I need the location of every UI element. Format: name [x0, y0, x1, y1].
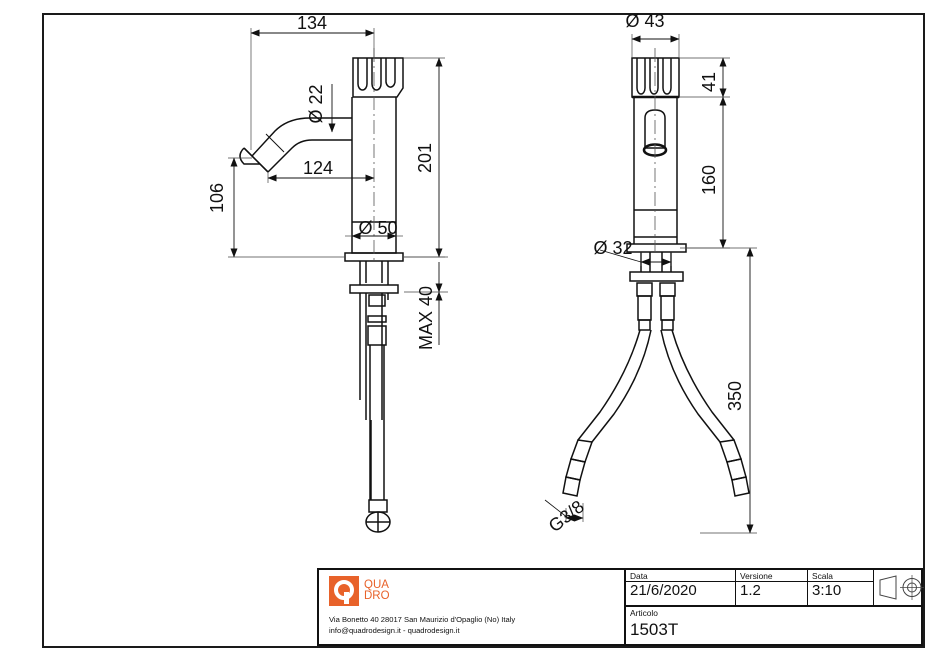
title-block: QUA DRO Via Bonetto 40 28017 San Maurizi… [317, 568, 924, 646]
field-scala: Scala 3:10 [808, 570, 874, 605]
field-scala-label: Scala [812, 571, 833, 581]
dim-106: 106 [207, 183, 227, 213]
logo-word-line2: DRO [364, 590, 390, 602]
field-scala-value: 3:10 [812, 582, 842, 599]
dim-160: 160 [699, 165, 719, 195]
dimension-lines [228, 28, 757, 534]
dim-d43: Ø 43 [625, 11, 664, 31]
dim-41: 41 [699, 72, 719, 92]
field-articolo-value: 1503T [630, 620, 679, 639]
dim-201: 201 [415, 143, 435, 173]
address-line-1: Via Bonetto 40 28017 San Maurizio d'Opag… [329, 615, 516, 624]
field-versione: Versione 1.2 [736, 570, 808, 605]
dim-d50: Ø 50 [358, 218, 397, 238]
side-view-geometry [562, 57, 750, 497]
dim-134: 134 [297, 13, 327, 33]
field-data-label: Data [630, 571, 648, 581]
title-block-fields: Data 21/6/2020 Versione 1.2 Scala 3:10 [624, 570, 924, 644]
logo-row: QUA DRO [329, 576, 390, 606]
company-address: Via Bonetto 40 28017 San Maurizio d'Opag… [329, 614, 515, 636]
field-data: Data 21/6/2020 [626, 570, 736, 605]
projection-symbol [874, 570, 927, 605]
dim-d32: Ø 32 [593, 238, 632, 258]
logo-wordmark: QUA DRO [364, 578, 390, 603]
quadro-q-icon [329, 576, 359, 606]
title-row-bottom: Articolo 1503T [626, 607, 921, 644]
dim-350: 350 [725, 381, 745, 411]
front-view-geometry [239, 57, 404, 533]
dimension-labels: 134 Ø 22 124 106 201 Ø 50 MAX 40 Ø 43 41… [207, 11, 745, 536]
logo-word-line1: QUA [364, 578, 389, 591]
title-row-top: Data 21/6/2020 Versione 1.2 Scala 3:10 [626, 570, 924, 607]
field-articolo-label: Articolo [630, 608, 658, 618]
field-data-value: 21/6/2020 [630, 582, 697, 599]
address-line-2: info@quadrodesign.it - quadrodesign.it [329, 626, 460, 635]
sheet-border [42, 13, 925, 648]
dim-d22: Ø 22 [306, 84, 326, 123]
field-versione-value: 1.2 [740, 582, 761, 599]
dim-g38: G3/8 [545, 496, 588, 536]
field-versione-label: Versione [740, 571, 773, 581]
field-articolo: Articolo 1503T [626, 607, 927, 644]
company-logo-block: QUA DRO Via Bonetto 40 28017 San Maurizi… [319, 570, 624, 644]
dim-124: 124 [303, 158, 333, 178]
dim-max40: MAX 40 [416, 286, 436, 350]
